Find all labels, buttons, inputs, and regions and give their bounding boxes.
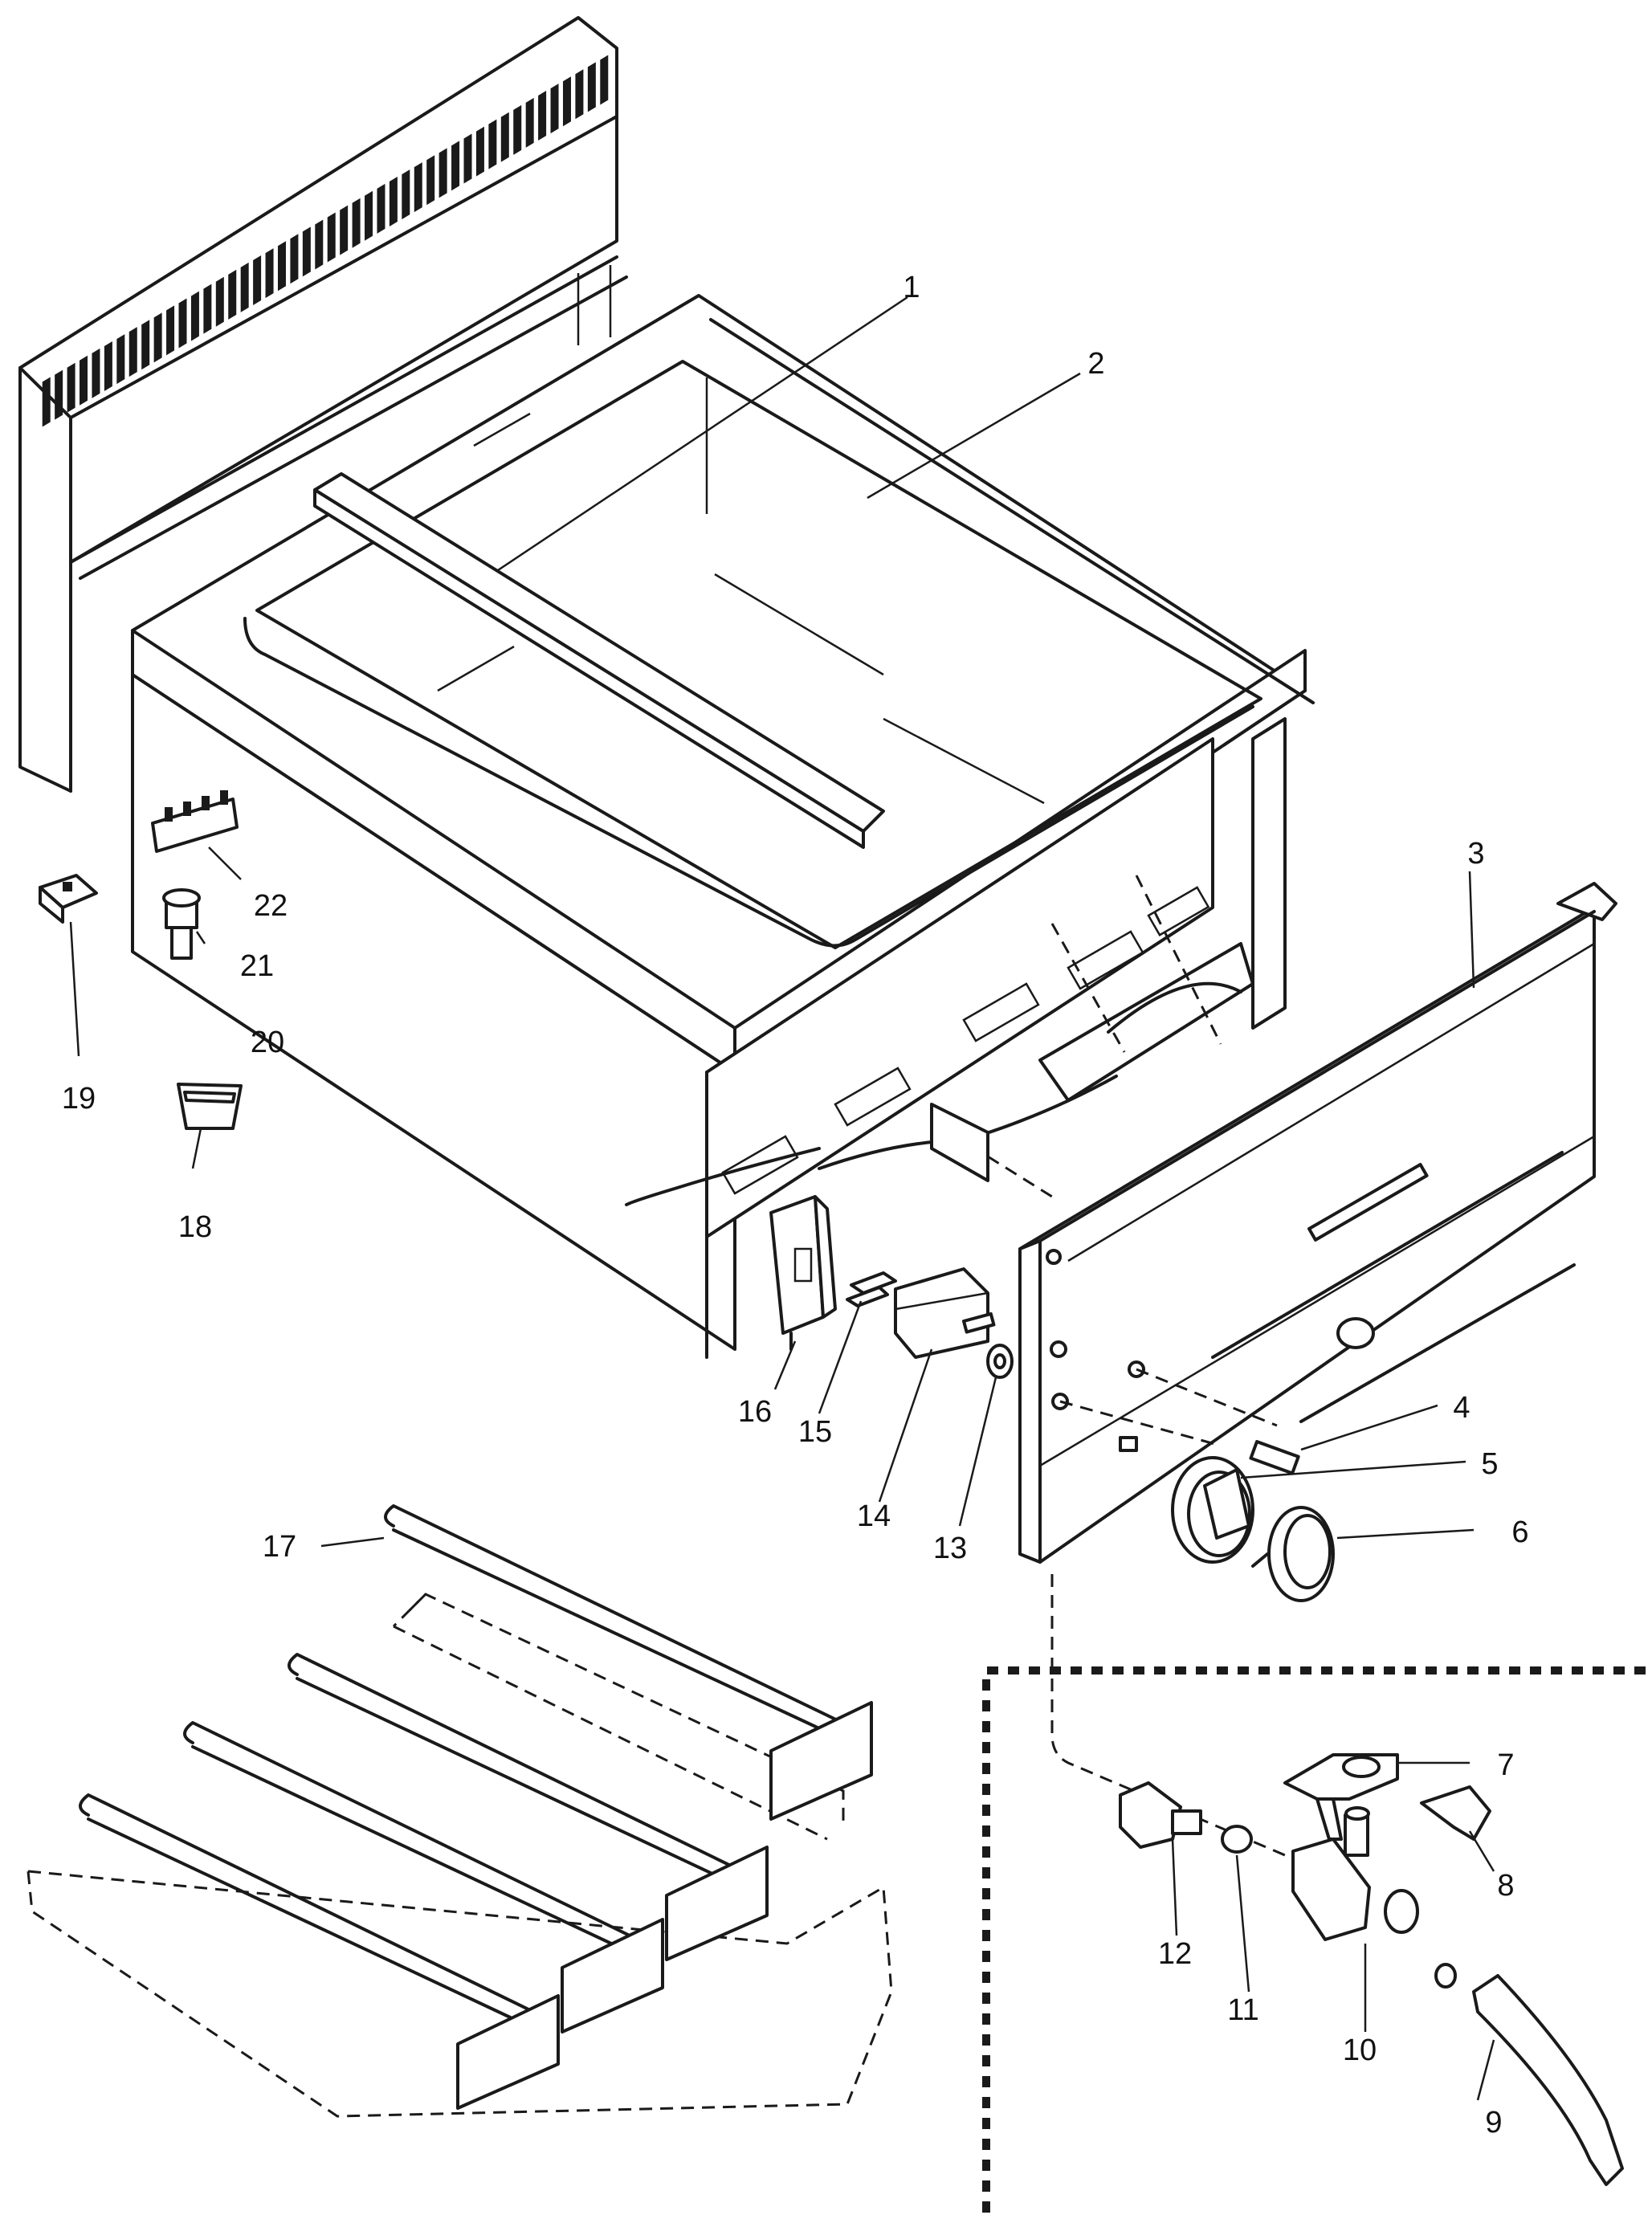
fitting-21 [162,888,201,960]
vent-slot [500,112,509,162]
callout-2: 2 [1087,347,1104,381]
callout-17: 17 [263,1530,296,1564]
vent-slot [92,348,100,398]
control-knob [1171,1456,1254,1564]
callout-11: 11 [1227,1993,1258,2027]
vent-slot [265,248,274,299]
callout-15: 15 [798,1415,832,1449]
vent-slots [42,55,609,427]
cap-8 [1420,1785,1491,1841]
callout-3: 3 [1467,837,1484,871]
vent-slot [550,84,559,134]
callout-13: 13 [933,1532,967,1565]
vent-slot [451,141,460,191]
vent-slot [80,355,88,406]
pipe-9 [1472,1974,1624,2186]
callout-20: 20 [251,1026,284,1059]
callout-5: 5 [1481,1447,1498,1481]
bracket-7 [1283,1753,1399,1841]
callout-labels: 1 2 3 4 5 6 7 8 9 10 11 12 13 14 15 16 1… [62,271,1529,2140]
vent-slot [215,276,224,327]
vent-slot [190,291,199,341]
vent-slot [302,226,311,277]
vent-slot [525,97,534,148]
pilot-pin [1249,1439,1300,1475]
vent-slot [389,176,398,226]
vent-slot [153,312,162,363]
vent-slot [141,320,150,370]
thermostat-16 [769,1195,837,1351]
vent-slot [600,55,609,105]
vent-slot [128,327,137,377]
switch-14 [894,1267,996,1359]
callout-1: 1 [903,271,920,304]
vent-slot [116,334,125,385]
vent-slot [402,169,410,220]
vent-slot [240,262,249,312]
callout-6: 6 [1511,1515,1528,1549]
vent-slot [253,255,262,306]
vent-slot [475,126,484,177]
backsplash-panel [18,16,628,793]
vent-slot [575,69,584,120]
vent-slot [290,234,299,284]
vent-slot [55,369,63,420]
vent-slot [488,119,497,169]
vent-slot [315,219,324,270]
vent-slot [228,269,237,320]
vent-slot [340,205,349,255]
vent-slot [587,62,596,112]
vent-slot [178,298,187,349]
vent-slot [513,104,522,155]
vent-slot [365,190,373,241]
callout-16: 16 [738,1395,772,1429]
vent-slot [166,305,175,356]
washer-13 [986,1344,1014,1379]
vent-slot [463,133,472,184]
vent-slot [277,241,286,292]
washer-small [1434,1963,1457,1989]
callout-14: 14 [857,1499,891,1533]
vent-slot [67,362,75,413]
nut-12 [1119,1781,1202,1849]
gas-valve-detail-box [982,1574,1650,2213]
fryer-body [131,294,1315,1359]
vent-slot [203,284,212,334]
callout-22: 22 [254,889,288,923]
callout-18: 18 [178,1210,212,1244]
olive-11 [1221,1825,1253,1854]
element-slots [721,886,1210,1195]
vent-slot [562,76,571,127]
vent-slot [426,155,435,206]
callout-21: 21 [240,949,274,983]
knob-bezel-ring [1251,1506,1335,1602]
connector-15 [846,1271,897,1307]
vent-slot [42,377,51,427]
terminal-block-22 [151,790,239,853]
vent-slot [538,91,547,141]
callout-19: 19 [62,1082,96,1116]
callout-12: 12 [1158,1937,1192,1971]
callout-7: 7 [1497,1748,1514,1782]
terminal-19 [39,874,98,924]
vent-slot [352,198,361,248]
callout-10: 10 [1343,2033,1377,2067]
front-control-panel [1018,882,1617,1564]
leader-lines [69,296,1495,2101]
callout-9: 9 [1485,2106,1502,2140]
callout-4: 4 [1453,1391,1470,1425]
valve-10 [1291,1806,1419,1941]
heating-elements [27,1504,893,2118]
vent-slot [327,212,336,263]
vent-slot [377,183,385,234]
vent-slot [438,148,447,198]
vent-slot [104,341,112,391]
foot-cap-18 [177,1083,243,1130]
callout-8: 8 [1497,1869,1514,1903]
vent-slot [414,162,422,213]
